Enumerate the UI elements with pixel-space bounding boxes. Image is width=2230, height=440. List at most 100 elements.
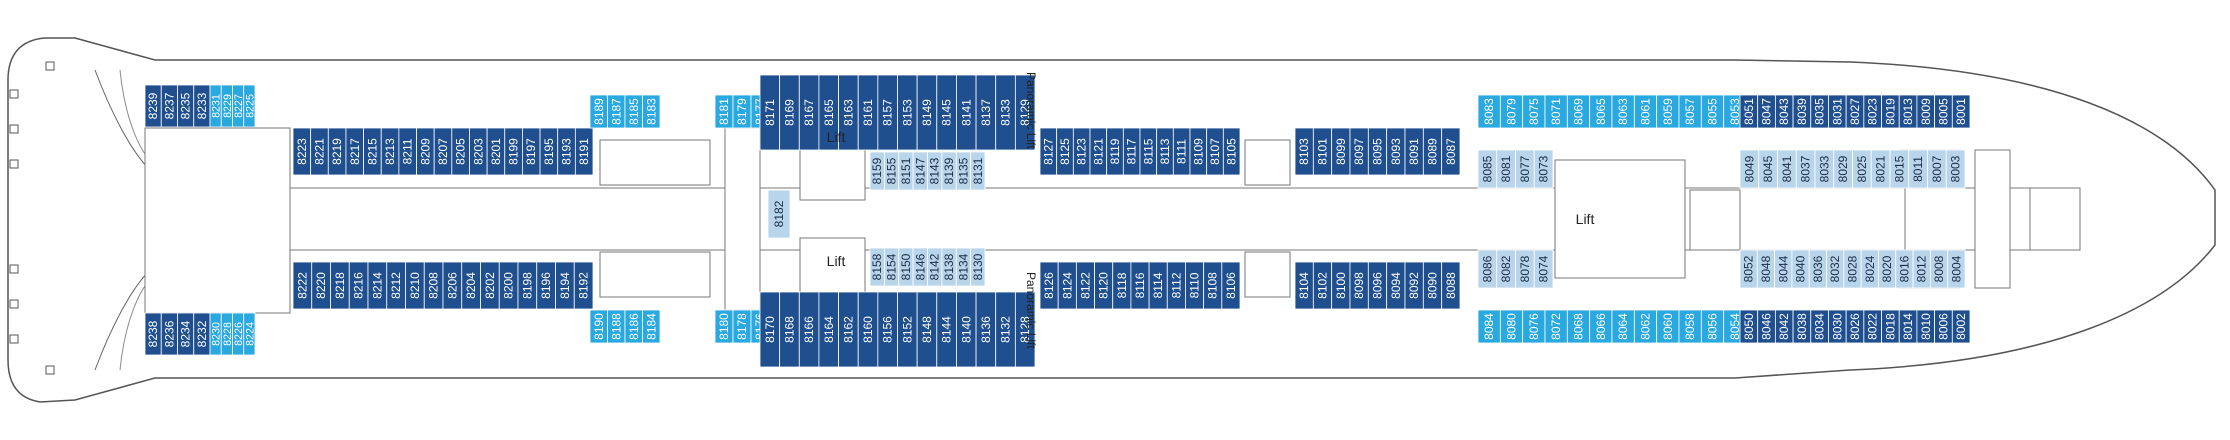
cabin-number-8145: 8145 — [940, 99, 954, 126]
cabin-8087[interactable] — [1441, 127, 1461, 176]
cabin-number-8045: 8045 — [1761, 155, 1775, 182]
central-corridor — [289, 187, 2081, 251]
cabin-number-8143: 8143 — [928, 157, 942, 184]
cabin-number-8154: 8154 — [885, 253, 899, 280]
cabin-number-8124: 8124 — [1060, 272, 1074, 299]
cabin-8074[interactable] — [1533, 249, 1554, 289]
cabin-number-8237: 8237 — [162, 92, 176, 119]
cabin-number-8106: 8106 — [1224, 272, 1238, 299]
cabin-number-8084: 8084 — [1482, 313, 1496, 340]
structure-block — [599, 139, 711, 186]
cabin-number-8184: 8184 — [644, 313, 658, 340]
cabin-number-8020: 8020 — [1880, 255, 1894, 282]
cabin-number-8155: 8155 — [885, 157, 899, 184]
cabin-number-8148: 8148 — [920, 316, 934, 343]
cabin-number-8205: 8205 — [454, 138, 468, 165]
cabin-number-8131: 8131 — [971, 157, 985, 184]
cabin-8130[interactable] — [970, 247, 986, 287]
cabin-number-8096: 8096 — [1371, 272, 1385, 299]
cabin-number-8128: 8128 — [1018, 316, 1032, 343]
cabin-number-8169: 8169 — [782, 99, 796, 126]
cabin-number-8132: 8132 — [999, 316, 1013, 343]
cabin-number-8227: 8227 — [233, 94, 245, 118]
cabin-number-8107: 8107 — [1208, 138, 1222, 165]
cabin-number-8016: 8016 — [1897, 255, 1911, 282]
cabin-number-8208: 8208 — [427, 272, 441, 299]
cabin-number-8012: 8012 — [1915, 255, 1929, 282]
cabin-number-8201: 8201 — [489, 138, 503, 165]
cabin-number-8085: 8085 — [1480, 155, 1494, 182]
cabin-number-8215: 8215 — [365, 138, 379, 165]
cabin-number-8108: 8108 — [1206, 272, 1220, 299]
cabin-number-8027: 8027 — [1848, 98, 1862, 125]
cabin-number-8043: 8043 — [1777, 98, 1791, 125]
cabin-number-8022: 8022 — [1866, 313, 1880, 340]
cabin-number-8187: 8187 — [609, 98, 623, 125]
cabin-number-8156: 8156 — [881, 316, 895, 343]
cabin-number-8116: 8116 — [1133, 272, 1147, 298]
lift-label-aft-upper: Lift — [827, 129, 846, 145]
cabin-number-8166: 8166 — [802, 316, 816, 343]
cabin-8106[interactable] — [1221, 261, 1241, 310]
cabin-number-8093: 8093 — [1389, 138, 1403, 165]
cabin-number-8119: 8119 — [1108, 138, 1122, 164]
cabin-number-8126: 8126 — [1042, 272, 1056, 299]
cabin-number-8009: 8009 — [1919, 98, 1933, 125]
cabin-number-8186: 8186 — [627, 313, 641, 340]
cabin-number-8010: 8010 — [1919, 313, 1933, 340]
cabin-8129[interactable] — [1014, 74, 1036, 151]
cabin-number-8188: 8188 — [609, 313, 623, 340]
cabin-number-8038: 8038 — [1795, 313, 1809, 340]
cabin-number-8165: 8165 — [822, 99, 836, 126]
cabin-8073[interactable] — [1533, 149, 1554, 189]
cabin-number-8235: 8235 — [179, 92, 193, 119]
cabin-number-8195: 8195 — [542, 138, 556, 165]
cabin-number-8213: 8213 — [383, 138, 397, 165]
cabin-8183[interactable] — [642, 94, 661, 129]
structure-block — [144, 127, 291, 314]
cabin-number-8134: 8134 — [956, 253, 970, 280]
cabin-8003[interactable] — [1945, 149, 1966, 189]
cabin-number-8023: 8023 — [1866, 98, 1880, 125]
cabin-number-8216: 8216 — [352, 272, 366, 299]
cabin-number-8089: 8089 — [1426, 138, 1440, 165]
cabin-number-8005: 8005 — [1936, 98, 1950, 125]
cabin-number-8218: 8218 — [333, 272, 347, 299]
cabin-number-8138: 8138 — [942, 253, 956, 280]
cabin-8105[interactable] — [1222, 127, 1241, 176]
cabin-number-8158: 8158 — [870, 253, 884, 280]
cabin-number-8211: 8211 — [401, 138, 415, 164]
cabin-number-8219: 8219 — [330, 138, 344, 165]
cabin-number-8086: 8086 — [1480, 255, 1494, 282]
structure-block — [1244, 139, 1291, 186]
cabin-8192[interactable] — [573, 261, 594, 310]
cabin-number-8011: 8011 — [1911, 156, 1925, 182]
cabin-number-8239: 8239 — [146, 92, 160, 119]
structure-block — [1974, 149, 2011, 289]
cabin-number-8002: 8002 — [1954, 313, 1968, 340]
lift-label-aft-lower: Lift — [827, 253, 846, 269]
cabin-number-8127: 8127 — [1041, 138, 1055, 165]
cabin-number-8236: 8236 — [162, 320, 176, 347]
cabin-number-8153: 8153 — [900, 99, 914, 126]
cabin-number-8151: 8151 — [899, 157, 913, 184]
cabin-number-8073: 8073 — [1537, 155, 1551, 182]
cabin-8004[interactable] — [1947, 249, 1966, 289]
cabin-number-8055: 8055 — [1706, 98, 1720, 125]
cabin-8001[interactable] — [1951, 94, 1971, 129]
cabin-8184[interactable] — [642, 309, 661, 344]
cabin-number-8077: 8077 — [1518, 155, 1532, 182]
cabin-number-8079: 8079 — [1505, 98, 1519, 125]
cabin-8182[interactable] — [767, 189, 791, 239]
cabin-8128[interactable] — [1014, 291, 1036, 368]
cabin-8131[interactable] — [970, 151, 986, 191]
cabin-8191[interactable] — [574, 127, 594, 176]
cabin-8088[interactable] — [1441, 261, 1461, 310]
cabin-8225[interactable] — [243, 84, 256, 128]
cabin-number-8233: 8233 — [195, 92, 209, 119]
cabin-8002[interactable] — [1951, 309, 1971, 344]
cabin-number-8014: 8014 — [1901, 313, 1915, 340]
cabin-number-8212: 8212 — [389, 272, 403, 299]
cabin-number-8056: 8056 — [1706, 313, 1720, 340]
cabin-8224[interactable] — [243, 312, 256, 356]
